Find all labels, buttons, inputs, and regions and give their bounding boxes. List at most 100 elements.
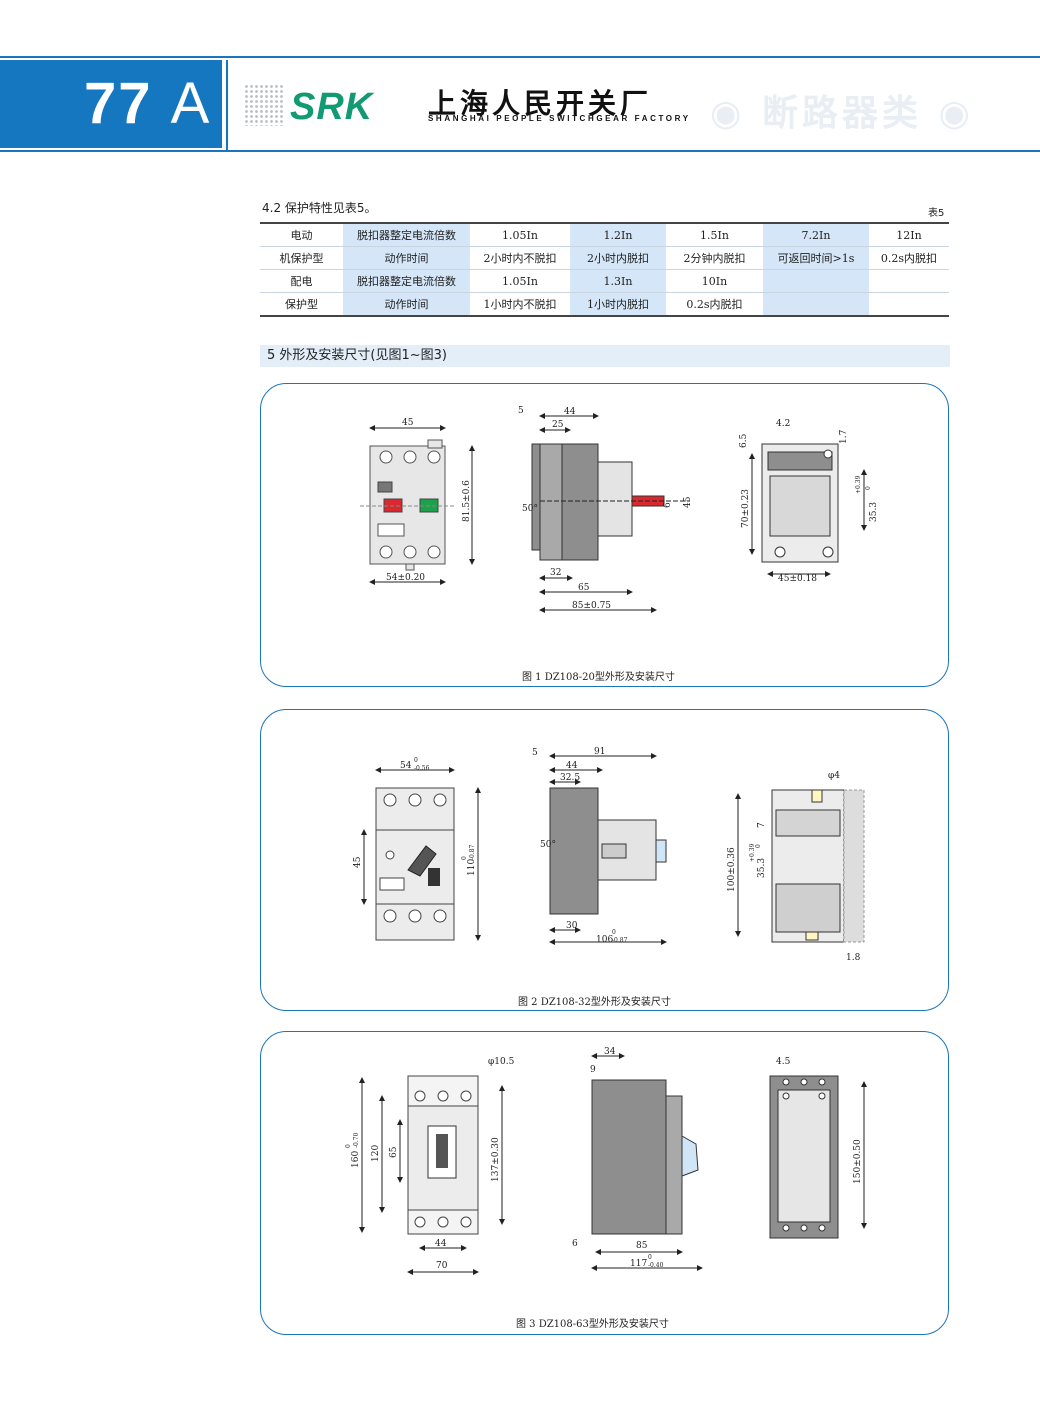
- table-cell: 脱扣器整定电流倍数: [343, 222, 470, 247]
- brand-logo: SRK: [290, 86, 374, 128]
- table-cell: 电动: [260, 222, 343, 247]
- fig3-dim: 85: [636, 1241, 648, 1251]
- fig2-dim: 0: [414, 757, 418, 764]
- table-cell: [869, 269, 949, 293]
- table-cell: 配电: [260, 269, 343, 293]
- fig3-dim: 0: [345, 1144, 352, 1148]
- table-cell: [763, 292, 869, 317]
- fig1-dim: 35.3: [869, 502, 879, 522]
- fig3-dim: 44: [435, 1239, 447, 1249]
- fig3-dim: 160: [351, 1151, 361, 1168]
- fig2-dim: 5: [532, 748, 538, 758]
- table-cell: 动作时间: [343, 246, 470, 270]
- header-top-rule: [0, 56, 1040, 58]
- fig1-dim: 1.7: [839, 429, 849, 444]
- fig1-dim: 32: [550, 568, 561, 578]
- fig3-dim: φ10.5: [488, 1057, 515, 1067]
- fig2-dim: 1.8: [846, 953, 861, 963]
- fig1-dim: 81.5±0.6: [462, 480, 472, 522]
- table-cell: 10In: [666, 269, 763, 293]
- table-cell: 12In: [869, 222, 949, 247]
- company-name-en: SHANGHAI PEOPLE SWITCHGEAR FACTORY: [428, 114, 691, 123]
- fig2-dim: +0.39: [749, 843, 756, 862]
- figure-3-panel: [260, 1031, 949, 1335]
- figure-3-drawing: φ10.5 160 0 -0.70 120 65 137±0.30 44 70 …: [345, 1047, 867, 1275]
- fig2-dim: 50°: [540, 840, 556, 850]
- fig3-dim: 6: [572, 1239, 578, 1249]
- table-cell: 1.2In: [570, 222, 666, 247]
- fig3-dim: 117: [630, 1259, 647, 1269]
- table-cell: 保护型: [260, 292, 343, 317]
- table-cell: 1小时内不脱扣: [470, 292, 570, 317]
- fig1-dim: 70±0.23: [741, 489, 751, 528]
- table-cell: [763, 269, 869, 293]
- fig1-dim: 85±0.75: [572, 601, 611, 611]
- fig2-dim: 30: [566, 921, 578, 931]
- table-cell: 1.05In: [470, 269, 570, 293]
- fig2-dim: 0: [755, 844, 762, 848]
- page-number: 77 A: [84, 71, 212, 136]
- fig3-dim: 9: [590, 1065, 596, 1075]
- fig1-dim: 54±0.20: [386, 573, 425, 583]
- fig2-dim: 0: [612, 929, 616, 936]
- fig3-dim: 137±0.30: [491, 1137, 501, 1182]
- fig2-dim: 35.3: [757, 858, 767, 878]
- fig1-dim: 65: [578, 583, 590, 593]
- table-cell: 可返回时间>1s: [763, 246, 869, 270]
- fig2-dim: -0.87: [612, 937, 628, 944]
- fig1-dim: 6.5: [739, 433, 749, 448]
- fig3-dim: 0: [648, 1254, 652, 1261]
- fig1-dim: 6: [663, 502, 673, 508]
- fig2-dim: 7: [757, 822, 767, 828]
- fig2-dim: 91: [594, 747, 605, 757]
- fig2-dim: 0: [461, 856, 468, 860]
- figure-1-drawing: 45 81.5±0.6 54±0.20 5 44 25 50° 6 45 32 …: [360, 406, 879, 613]
- figure-2-drawing: 54 0 -0.56 45 110 0 -0.87 5 91 44 32.5 5…: [353, 747, 865, 963]
- table-cell: 1小时内脱扣: [570, 292, 666, 317]
- table-cell: [869, 292, 949, 317]
- table-cell: 机保护型: [260, 246, 343, 270]
- header-bottom-rule: [0, 150, 1040, 152]
- fig2-dim: -0.56: [414, 765, 430, 772]
- table-cell: 1.3In: [570, 269, 666, 293]
- figure-1-caption: 图 1 DZ108-20型外形及安装尺寸: [522, 672, 675, 683]
- section-tag: ◉ 断路器类 ◉: [710, 93, 974, 134]
- table-row: 机保护型 动作时间 2小时内不脱扣 2小时内脱扣 2分钟内脱扣 可返回时间>1s…: [260, 246, 949, 270]
- fig1-dim: 45: [683, 496, 693, 508]
- fig2-dim: 45: [353, 856, 363, 868]
- fig3-dim: 34: [604, 1047, 616, 1057]
- table-cell: 2小时内不脱扣: [470, 246, 570, 270]
- figure-2-caption: 图 2 DZ108-32型外形及安装尺寸: [518, 997, 671, 1008]
- table-cell: 7.2In: [763, 222, 869, 247]
- table-cell: 2小时内脱扣: [570, 246, 666, 270]
- table-cell: 脱扣器整定电流倍数: [343, 269, 470, 293]
- table-cell: 0.2s内脱扣: [869, 246, 949, 270]
- fig2-dim: 32.5: [560, 773, 580, 783]
- fig1-dim: +0.39: [855, 475, 862, 494]
- fig2-dim: 54: [400, 761, 412, 771]
- table-row: 电动 脱扣器整定电流倍数 1.05In 1.2In 1.5In 7.2In 12…: [260, 222, 949, 247]
- page-number-block: [0, 60, 222, 148]
- table-row: 保护型 动作时间 1小时内不脱扣 1小时内脱扣 0.2s内脱扣: [260, 292, 949, 317]
- section-4-2-title: 4.2 保护特性见表5。: [262, 201, 377, 215]
- logo-dots: [244, 84, 284, 126]
- figure-1-panel: [260, 383, 949, 687]
- fig2-dim: -0.87: [469, 844, 476, 860]
- fig3-dim: -0.70: [353, 1132, 360, 1148]
- fig1-dim: 4.2: [776, 419, 790, 429]
- figure-2-panel: [260, 709, 949, 1011]
- fig3-dim: 65: [389, 1146, 399, 1158]
- fig3-dim: 120: [371, 1145, 381, 1162]
- header-separator: [226, 60, 228, 150]
- table-cell: 1.05In: [470, 222, 570, 247]
- fig2-dim: 44: [566, 761, 578, 771]
- figure-3-caption: 图 3 DZ108-63型外形及安装尺寸: [516, 1319, 669, 1330]
- section-5-title: 5 外形及安装尺寸(见图1~图3): [260, 345, 950, 367]
- fig2-dim: 106: [596, 935, 613, 945]
- fig1-dim: 5: [518, 406, 524, 416]
- company-name-cn: 上海人民开关厂: [428, 87, 653, 120]
- table-cell: 动作时间: [343, 292, 470, 317]
- fig3-dim: 70: [436, 1261, 448, 1271]
- fig1-dim: 45: [402, 418, 414, 428]
- table-cell: 0.2s内脱扣: [666, 292, 763, 317]
